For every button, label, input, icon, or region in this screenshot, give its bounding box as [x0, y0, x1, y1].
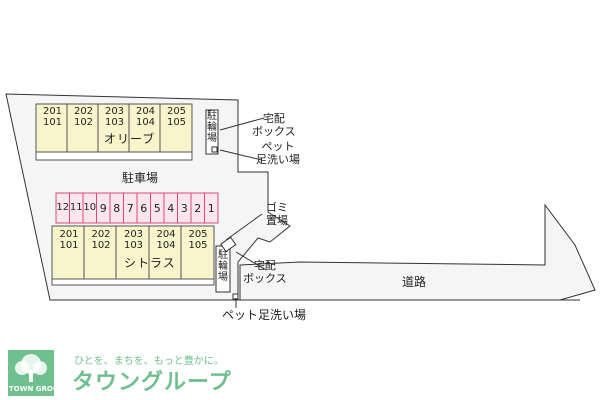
parking-space-number: 12 — [56, 202, 70, 213]
citrus-building-name: シトラス — [124, 256, 176, 270]
delivery-box-top-label: 宅配 ボックス — [252, 112, 296, 138]
parking-space-number: 1 — [207, 202, 215, 215]
delivery-box-bottom-label: 宅配 ボックス — [243, 259, 287, 285]
road-label: 道路 — [402, 275, 427, 289]
delivery-box-top-marker — [211, 146, 218, 153]
brand-name: タウングループ — [72, 370, 232, 395]
town-group-logo — [8, 350, 54, 396]
garbage-marker — [220, 236, 237, 253]
olive-building — [35, 103, 193, 161]
parking-space-number: 4 — [167, 202, 175, 215]
parking-space-number: 3 — [180, 202, 188, 215]
citrus-building — [51, 225, 215, 286]
pet-wash-bottom-label: ペット足洗い場 — [222, 308, 307, 322]
brand-badge: TOWN GROUP — [9, 385, 64, 393]
bike-parking-bottom-label: 駐輪場 — [218, 250, 228, 283]
parking-area — [55, 192, 219, 224]
parking-space-number: 11 — [69, 202, 83, 213]
brand-tagline: ひとを、まちを、もっと豊かに。 — [74, 356, 224, 367]
olive-building-name: オリーブ — [104, 132, 156, 146]
parking-space-number: 7 — [126, 202, 134, 215]
parking-space-number: 10 — [83, 202, 97, 213]
parking-label: 駐車場 — [122, 171, 159, 185]
pet-wash-top-label: ペット 足洗い場 — [256, 140, 300, 166]
leader-lines — [219, 117, 267, 308]
garbage-label: ゴミ 置場 — [266, 201, 288, 227]
parking-space — [204, 192, 219, 224]
parking-space-number: 6 — [140, 202, 148, 215]
parking-space-number: 5 — [153, 202, 161, 215]
bike-parking-top-label: 駐輪場 — [207, 111, 217, 144]
parking-space-number: 2 — [194, 202, 202, 215]
parking-space-number: 9 — [99, 202, 107, 215]
parking-space-number: 8 — [113, 202, 121, 215]
bike-parking-top — [205, 109, 219, 155]
